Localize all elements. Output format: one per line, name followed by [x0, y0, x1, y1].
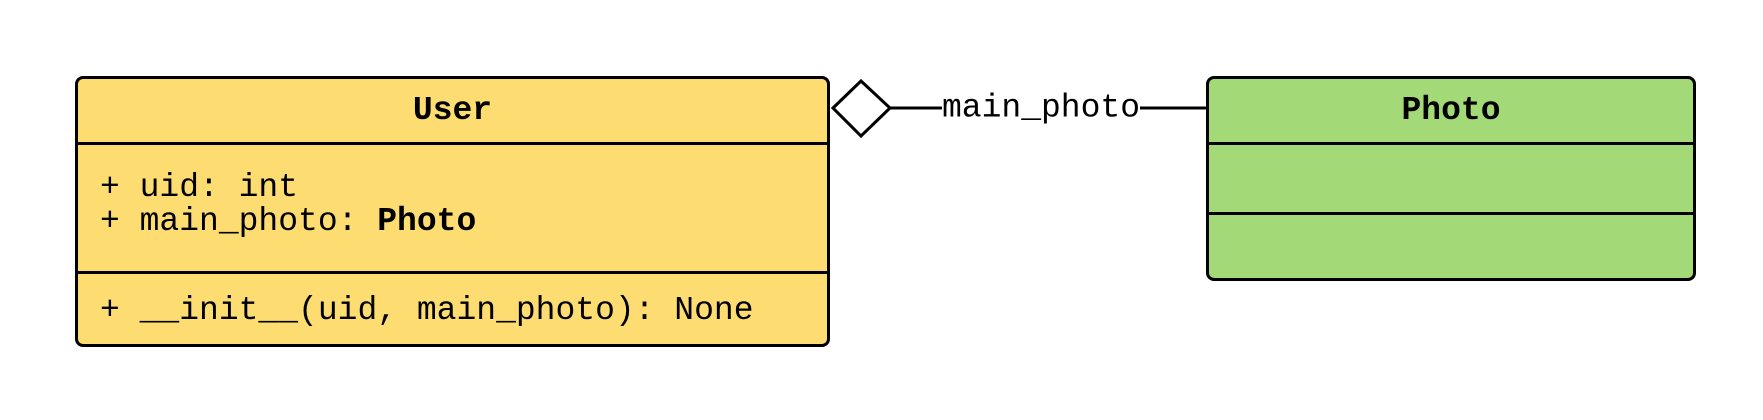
attribute: + main_photo: Photo	[100, 203, 477, 240]
attributes-section	[1209, 142, 1693, 212]
relation-label: main_photo	[941, 89, 1141, 127]
class-user[interactable]: User + uid: int + main_photo: Photo + __…	[75, 76, 830, 347]
methods-section	[1209, 212, 1693, 278]
class-name: Photo	[1401, 92, 1501, 129]
class-photo[interactable]: Photo	[1206, 76, 1696, 281]
methods-section: + __init__(uid, main_photo): None	[78, 271, 827, 328]
aggregation-diamond-icon	[830, 78, 893, 139]
class-name: User	[412, 92, 493, 129]
attributes-section: + uid: int + main_photo: Photo	[78, 142, 827, 271]
method: + __init__(uid, main_photo): None	[100, 292, 754, 329]
attribute: + uid: int	[100, 169, 299, 206]
